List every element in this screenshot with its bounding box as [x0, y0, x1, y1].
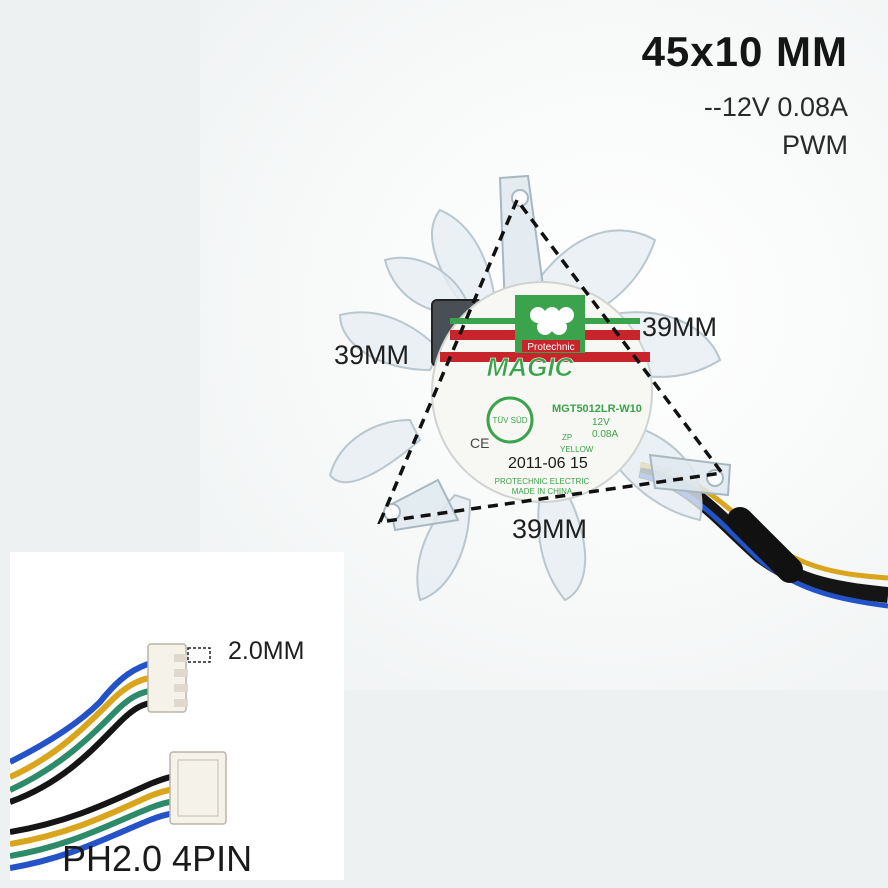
maker-text: PROTECHNIC ELECTRIC	[495, 477, 590, 486]
connector-illustration	[10, 643, 227, 871]
brand-name: Protechnic	[527, 342, 574, 353]
lower-connector	[169, 751, 227, 825]
dimension-left-label: 39MM	[334, 340, 410, 370]
fan-blades	[328, 208, 722, 602]
origin-text: MADE IN CHINA	[512, 487, 573, 496]
dimension-right-label: 39MM	[642, 312, 718, 342]
label-zp: ZP	[562, 433, 572, 442]
dimension-bottom-label: 39MM	[512, 514, 588, 544]
cert-text: TÜV SÜD	[492, 416, 527, 425]
logo-magic: MAGIC	[487, 352, 575, 382]
label-wire-color: YELLOW	[560, 445, 594, 454]
hub-label: Protechnic MAGIC TÜV SÜD CE MGT5012LR-W1…	[431, 281, 653, 503]
label-current: 0.08A	[592, 429, 618, 440]
connector-inset: 2.0MM PH2.0 4PIN	[10, 552, 344, 880]
upper-connector	[147, 643, 211, 713]
date-stamp: 2011-06 15	[508, 455, 588, 472]
fan-size-title: 45x10 MM	[641, 28, 848, 75]
power-rating: --12V 0.08A	[703, 92, 848, 122]
tuv-badge	[486, 396, 534, 444]
label-voltage: 12V	[592, 417, 610, 428]
lower-wires	[10, 773, 176, 871]
model-number: MGT5012LR-W10	[552, 403, 642, 415]
pin-pitch-label: 2.0MM	[228, 637, 305, 665]
connector-type-label: PH2.0 4PIN	[62, 838, 253, 879]
control-type: PWM	[782, 130, 848, 160]
dimension-triangle	[377, 196, 726, 525]
upper-wires	[10, 659, 156, 805]
fan-frame	[383, 174, 732, 532]
ce-mark: CE	[470, 435, 489, 451]
